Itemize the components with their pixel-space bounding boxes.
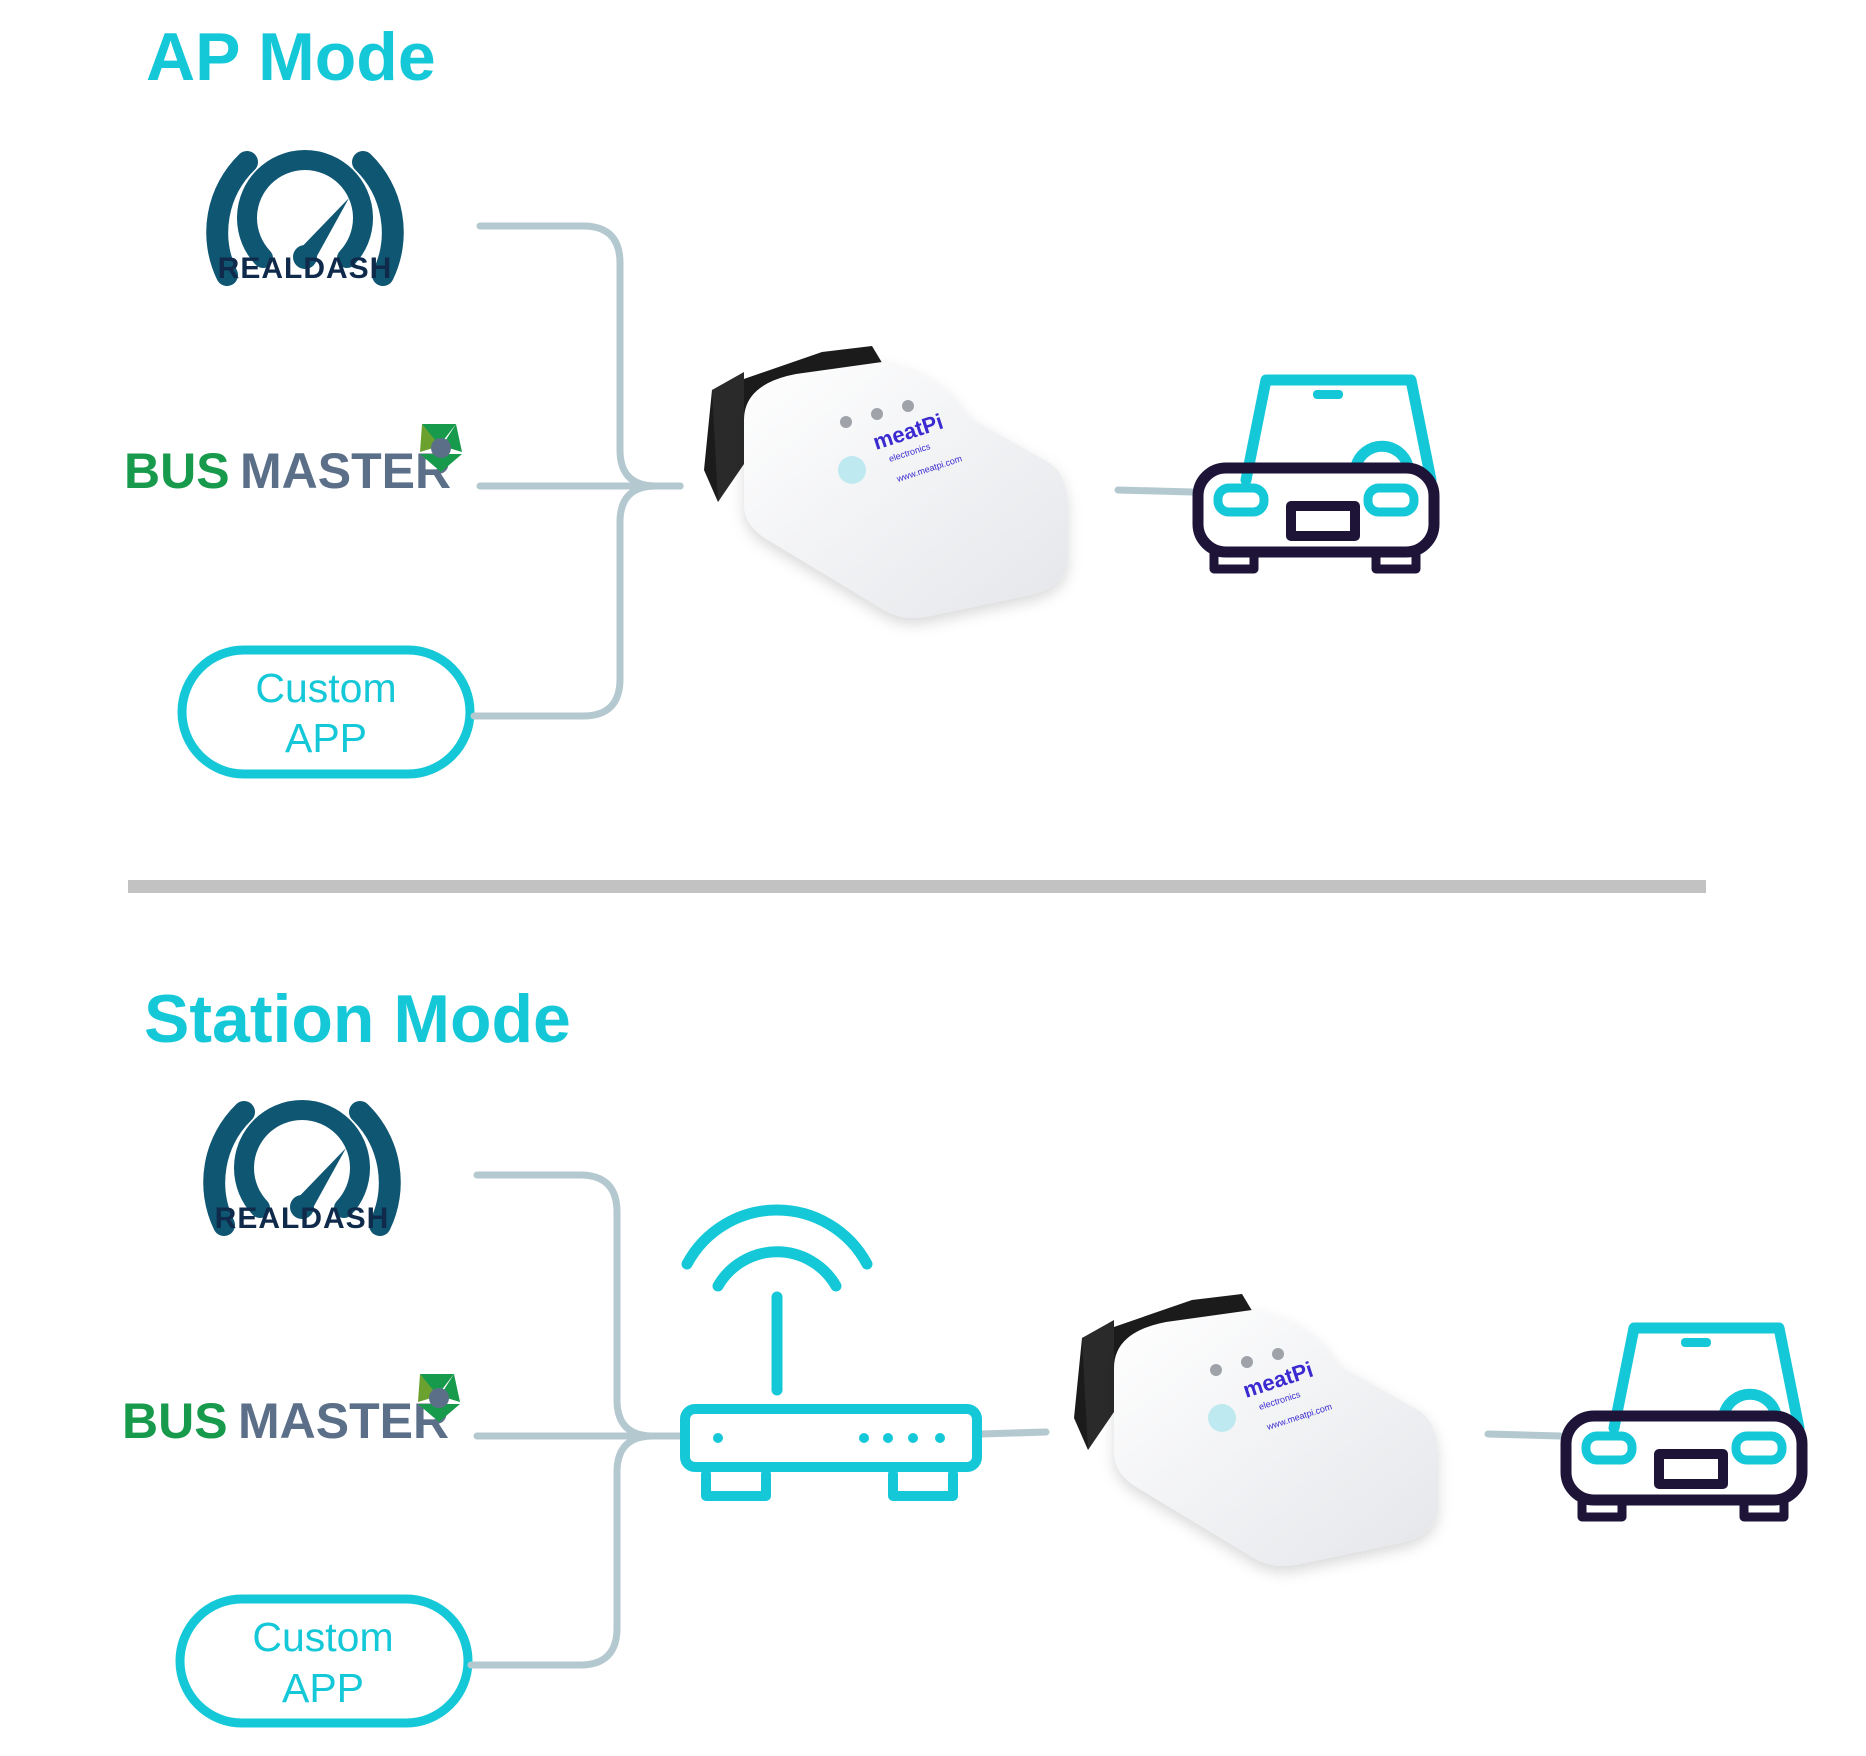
busmaster-logo: BUS MASTER [124, 424, 462, 499]
custom-app-badge: Custom APP [175, 1594, 473, 1728]
realdash-label: REALDASH [215, 1202, 390, 1235]
section-divider [128, 880, 1706, 893]
custom-app-line1: Custom [255, 665, 396, 711]
station-connector-lines [467, 1171, 1564, 1669]
busmaster-master-text: MASTER [238, 1393, 449, 1449]
car-icon [1566, 1328, 1802, 1517]
busmaster-bus-text: BUS [124, 443, 230, 499]
custom-app-line2: APP [285, 715, 367, 761]
custom-app-line1: Custom [252, 1614, 393, 1660]
obd-dongle: meatPi electronics www.meatpi.com [704, 346, 1068, 618]
station-mode-title: Station Mode [144, 981, 571, 1057]
car-icon [1198, 380, 1434, 569]
busmaster-master-text: MASTER [240, 443, 451, 499]
custom-app-badge: Custom APP [177, 645, 475, 779]
wifi-router-icon [680, 1204, 982, 1501]
ap-mode-title: AP Mode [146, 19, 436, 95]
obd-dongle: meatPi electronics www.meatpi.com [1074, 1294, 1438, 1566]
ap-connector-lines [470, 222, 1196, 720]
busmaster-logo: BUS MASTER [122, 1374, 460, 1449]
realdash-label: REALDASH [218, 252, 393, 285]
custom-app-line2: APP [282, 1665, 364, 1711]
busmaster-bus-text: BUS [122, 1393, 228, 1449]
